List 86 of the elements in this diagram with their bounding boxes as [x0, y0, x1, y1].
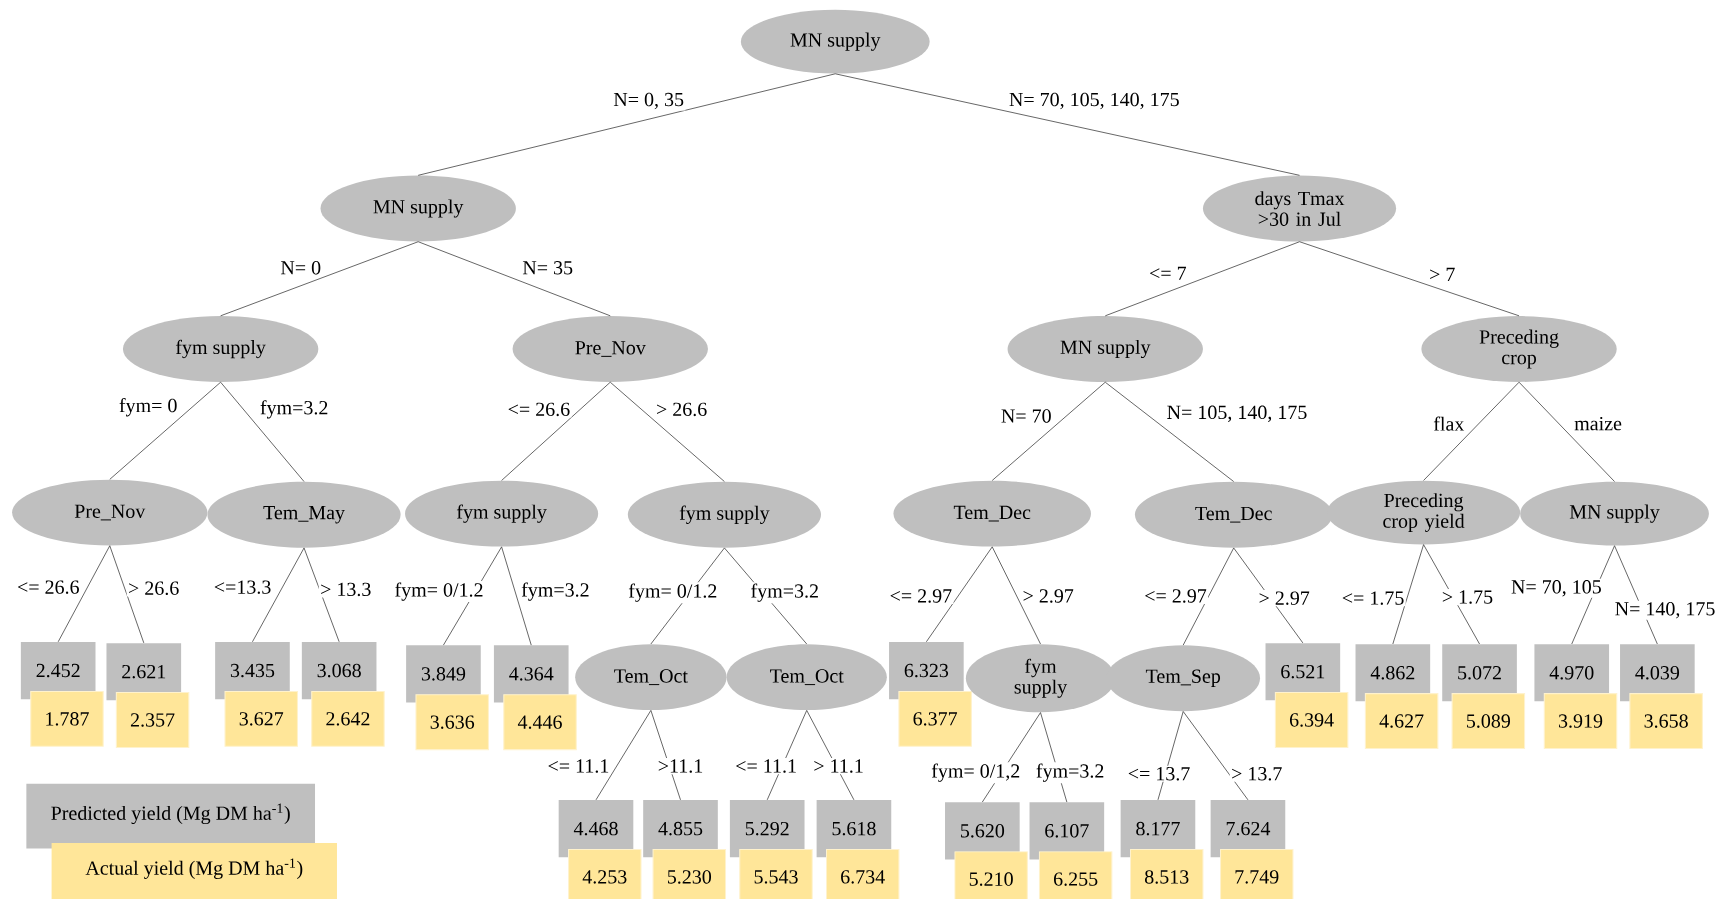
edge-label: N= 0, 35	[612, 91, 686, 111]
edge-label: N= 70	[999, 407, 1053, 425]
edge-label: <= 11.1	[733, 758, 799, 775]
actual-yield-box: 6.734	[825, 848, 900, 899]
edge-label: <= 11.1	[546, 758, 611, 775]
edge-label: > 2.97	[1021, 587, 1076, 605]
branch-line	[303, 547, 340, 643]
edge-label: > 2.97	[1257, 590, 1312, 607]
branch-line	[1104, 381, 1235, 482]
edge-label: >11.1	[656, 758, 705, 775]
edge-label: fym= 0/1,2	[929, 762, 1022, 784]
actual-yield-box: 6.255	[1038, 851, 1113, 899]
branch-line	[220, 381, 305, 482]
edge-label: fym= 0/1.2	[393, 581, 485, 603]
branch-line	[609, 381, 725, 482]
edge-label: > 1.75	[1440, 589, 1495, 606]
branch-line	[1423, 381, 1520, 481]
edge-label: <= 7	[1147, 265, 1188, 282]
branch-line	[501, 381, 611, 481]
edge-label: fym=3.2	[519, 581, 591, 603]
actual-yield-box: 3.658	[1629, 693, 1703, 750]
actual-yield-box: 5.543	[739, 848, 813, 899]
edge-label: fym= 0	[117, 396, 179, 418]
edge-label: <= 1.75	[1340, 590, 1406, 607]
edge-label: N= 70, 105	[1509, 578, 1604, 598]
edge-label: fym=3.2	[1034, 762, 1106, 784]
branch-line	[501, 546, 532, 646]
actual-yield-box: 6.394	[1274, 692, 1349, 748]
branch-line	[220, 241, 419, 317]
branch-line	[1518, 381, 1615, 482]
edge-label: > 26.6	[126, 580, 181, 597]
edge-label: > 13.3	[318, 581, 373, 598]
actual-yield-box: 6.377	[898, 690, 972, 747]
actual-yield-box: 4.253	[568, 848, 642, 899]
actual-yield-box: 8.513	[1129, 848, 1204, 899]
actual-yield-box: 5.230	[652, 848, 727, 899]
actual-yield-box: 2.357	[115, 692, 190, 748]
edge-label: <=13.3	[212, 579, 273, 596]
edge-label: flax	[1431, 415, 1466, 433]
edge-label: fym= 0/1.2	[626, 582, 719, 604]
edge-label: N= 35	[521, 259, 575, 276]
actual-yield-box: 4.627	[1364, 693, 1439, 750]
branch-line	[1182, 547, 1235, 646]
branch-line	[834, 73, 1300, 176]
branch-line	[109, 545, 145, 644]
edge-label: > 7	[1427, 266, 1457, 283]
branch-line	[991, 546, 1041, 645]
branch-line	[595, 710, 652, 801]
actual-yield-box: 3.636	[415, 694, 489, 751]
branch-line	[252, 547, 305, 643]
branch-line	[925, 546, 993, 643]
branch-line	[1182, 711, 1249, 801]
branch-line	[417, 241, 611, 317]
branch-line	[417, 73, 836, 176]
branch-line	[991, 381, 1106, 481]
branch-line	[1392, 544, 1424, 645]
actual-yield-box: 3.627	[224, 690, 298, 747]
branch-line	[1299, 241, 1520, 317]
actual-yield-box: 7.749	[1219, 848, 1294, 899]
edge-label: N= 140, 175	[1613, 600, 1717, 620]
edge-label: N= 70, 105, 140, 175	[1007, 91, 1181, 111]
edge-label: <= 26.6	[506, 401, 572, 418]
actual-yield-box: 4.446	[503, 694, 577, 751]
edge-label: <= 13.7	[1126, 765, 1192, 782]
actual-yield-box: 2.642	[311, 690, 385, 747]
legend-text: Actual yield (Mg DM ha$^{-1}$)	[85, 858, 303, 879]
actual-yield-box: 3.919	[1543, 693, 1618, 750]
edge-label: <= 26.6	[15, 579, 81, 596]
legend-text: Predicted yield (Mg DM ha$^{-1}$)	[51, 803, 290, 825]
edge-label: N= 0	[279, 259, 323, 276]
edge-label: maize	[1572, 415, 1624, 432]
actual-yield-box: 5.089	[1451, 693, 1526, 750]
edge-label: <= 2.97	[888, 587, 954, 605]
actual-yield-box: 1.787	[30, 690, 104, 747]
branch-line	[1104, 241, 1300, 317]
branch-line	[1423, 544, 1480, 645]
branch-line	[57, 545, 111, 643]
edge-label: <= 2.97	[1142, 587, 1209, 605]
edge-label: N= 105, 140, 175	[1165, 404, 1309, 424]
actual-yield-box: 5.210	[954, 851, 1028, 899]
edge-label: fym=3.2	[258, 398, 330, 420]
edge-label: fym=3.2	[749, 582, 821, 604]
edge-label: > 26.6	[654, 401, 709, 418]
edge-label: > 11.1	[811, 758, 866, 775]
branch-line	[109, 381, 221, 480]
edge-label: > 13.7	[1229, 765, 1284, 782]
